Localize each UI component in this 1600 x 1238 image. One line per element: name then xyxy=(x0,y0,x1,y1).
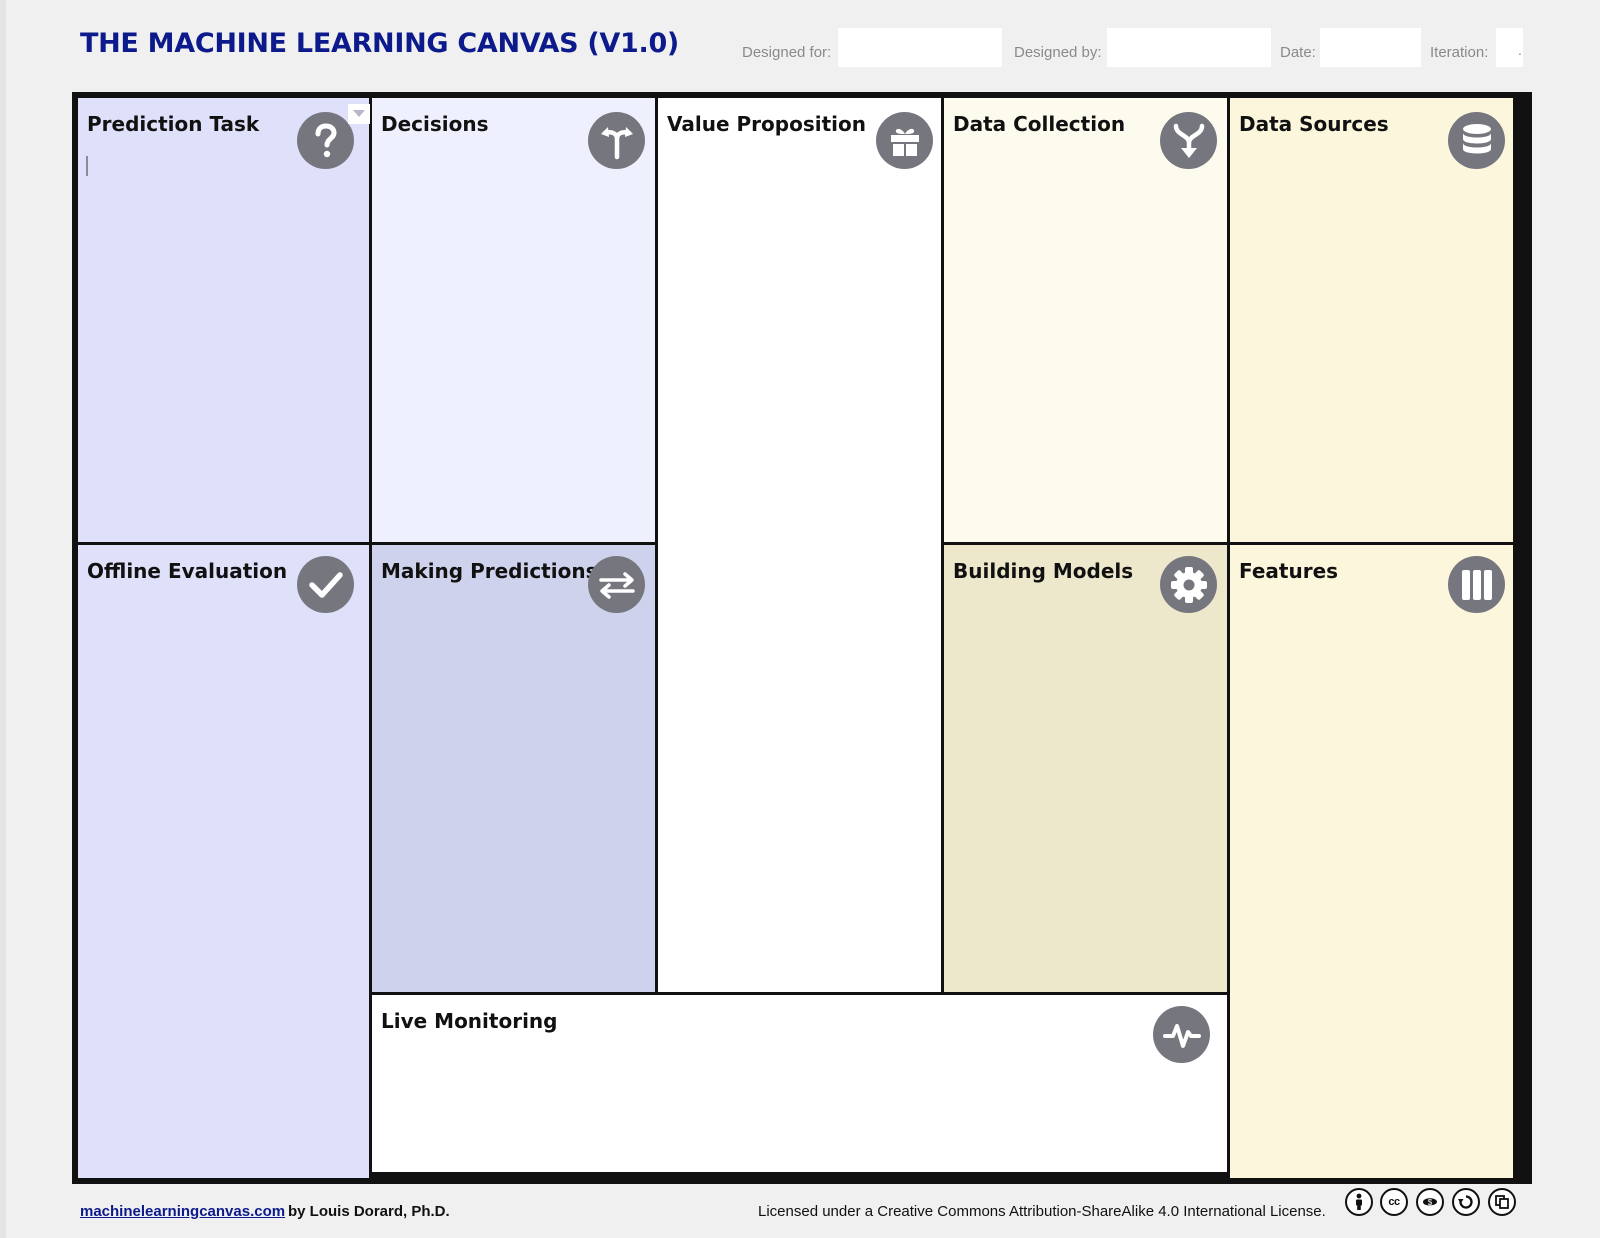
data-sources-cell[interactable]: Data Sources xyxy=(1230,98,1513,542)
license-text: Licensed under a Creative Commons Attrib… xyxy=(758,1203,1326,1220)
columns-icon xyxy=(1448,556,1505,613)
data-collection-title: Data Collection xyxy=(953,112,1126,136)
decisions-cell[interactable]: Decisions xyxy=(372,98,655,542)
attribution-icon[interactable] xyxy=(1345,1188,1373,1216)
data-sources-title: Data Sources xyxy=(1239,112,1389,136)
merge-down-icon xyxy=(1160,112,1217,169)
fork-arrows-icon xyxy=(588,112,645,169)
swap-arrows-icon xyxy=(588,556,645,613)
page-edge xyxy=(0,0,6,1238)
prediction-task-title: Prediction Task xyxy=(87,112,260,136)
offline-evaluation-cell[interactable]: Offline Evaluation xyxy=(78,545,369,1178)
date-field[interactable] xyxy=(1320,28,1421,67)
building-models-cell[interactable]: Building Models xyxy=(944,545,1227,992)
gear-icon xyxy=(1160,556,1217,613)
live-monitoring-title: Live Monitoring xyxy=(381,1009,558,1033)
svg-text:$: $ xyxy=(1428,1198,1433,1207)
text-caret xyxy=(86,156,88,176)
designed-for-field[interactable] xyxy=(838,28,1002,67)
date-label: Date: xyxy=(1280,44,1316,61)
question-icon xyxy=(297,112,354,169)
gift-icon xyxy=(876,112,933,169)
pulse-icon xyxy=(1153,1006,1210,1063)
designed-by-label: Designed by: xyxy=(1014,44,1102,61)
decisions-title: Decisions xyxy=(381,112,489,136)
noncommercial-icon[interactable]: $ xyxy=(1416,1188,1444,1216)
copy-icon[interactable] xyxy=(1488,1188,1516,1216)
canvas-frame: Prediction Task Decisions Value Proposit… xyxy=(72,92,1532,1184)
prediction-task-cell[interactable]: Prediction Task xyxy=(78,98,370,542)
sharealike-icon[interactable] xyxy=(1452,1188,1480,1216)
features-cell[interactable]: Features xyxy=(1230,545,1513,1178)
value-proposition-cell[interactable]: Value Proposition xyxy=(658,98,941,992)
value-proposition-title: Value Proposition xyxy=(667,112,866,136)
page-title: THE MACHINE LEARNING CANVAS (V1.0) xyxy=(80,28,679,59)
iteration-label: Iteration: xyxy=(1430,44,1489,61)
designed-by-field[interactable] xyxy=(1107,28,1271,67)
iteration-field[interactable]: . xyxy=(1496,28,1523,67)
cc-icon[interactable]: cc xyxy=(1380,1188,1408,1216)
designed-for-label: Designed for: xyxy=(742,44,832,61)
site-link[interactable]: machinelearningcanvas.com xyxy=(80,1203,286,1220)
chevron-down-icon[interactable] xyxy=(348,104,370,124)
author-credit: by Louis Dorard, Ph.D. xyxy=(288,1203,450,1220)
making-predictions-cell[interactable]: Making Predictions xyxy=(372,545,655,992)
database-icon xyxy=(1448,112,1505,169)
making-predictions-title: Making Predictions xyxy=(381,559,598,583)
check-icon xyxy=(297,556,354,613)
live-monitoring-cell[interactable]: Live Monitoring xyxy=(372,995,1227,1172)
data-collection-cell[interactable]: Data Collection xyxy=(944,98,1227,542)
features-title: Features xyxy=(1239,559,1339,583)
building-models-title: Building Models xyxy=(953,559,1134,583)
offline-evaluation-title: Offline Evaluation xyxy=(87,559,288,583)
